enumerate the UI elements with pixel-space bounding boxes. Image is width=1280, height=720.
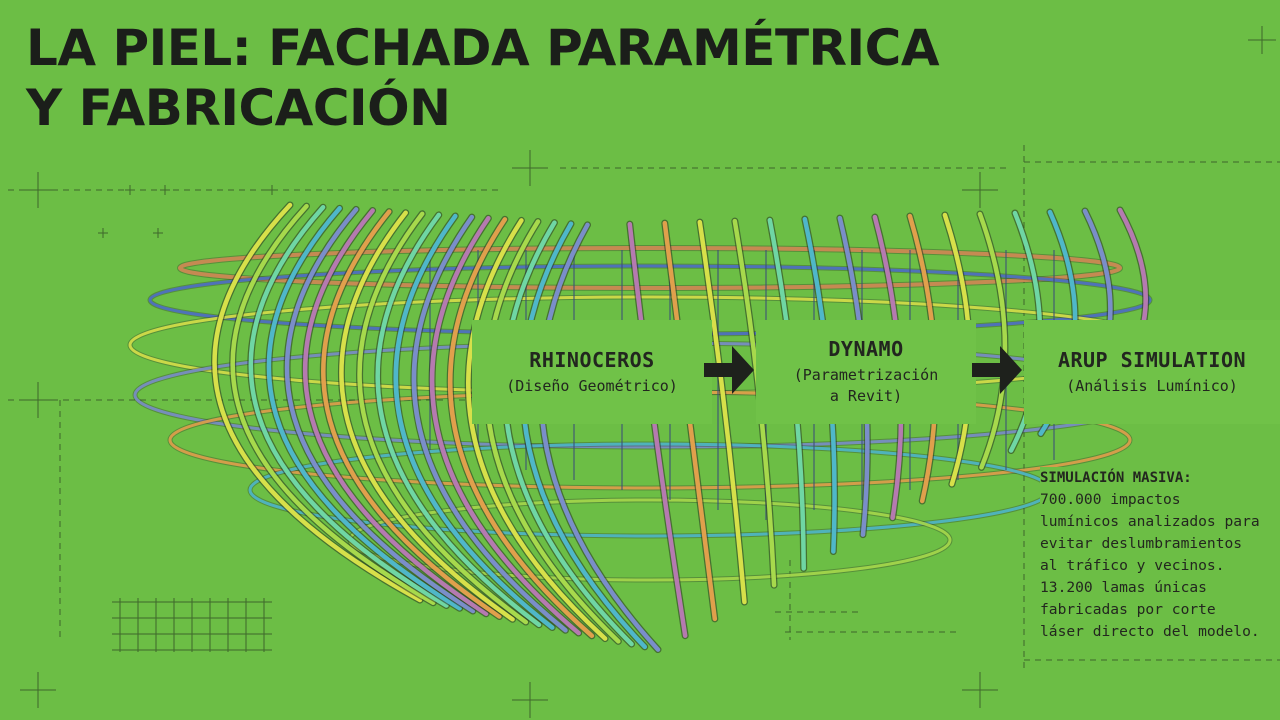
facade-rib bbox=[977, 211, 1008, 470]
crosshair-icon bbox=[98, 228, 108, 238]
facade-rib bbox=[230, 203, 436, 606]
facade-rib bbox=[393, 213, 555, 630]
step-subtitle: (Análisis Lumínico) bbox=[1066, 376, 1238, 395]
facade-rib bbox=[520, 221, 648, 650]
facade-rib bbox=[357, 211, 529, 625]
facade-rib bbox=[339, 210, 515, 622]
crosshair-icon bbox=[20, 382, 56, 418]
facade-rib bbox=[248, 204, 449, 608]
facade-rib bbox=[697, 219, 747, 605]
facade-rib bbox=[411, 214, 568, 633]
crosshair-icon bbox=[20, 172, 56, 208]
facade-rib bbox=[284, 207, 476, 614]
crosshair-icon bbox=[512, 682, 548, 718]
facade-rib bbox=[212, 202, 423, 603]
workflow-step-arup-simulation: ARUP SIMULATION (Análisis Lumínico) bbox=[1024, 320, 1280, 424]
note-heading: SIMULACIÓN MASIVA: bbox=[1040, 470, 1192, 486]
crosshair-icon bbox=[20, 672, 56, 708]
crosshair-icon bbox=[1248, 26, 1276, 54]
facade-rib bbox=[375, 212, 542, 628]
arrow-right-icon bbox=[704, 346, 754, 394]
title-line-2: Y FABRICACIÓN bbox=[26, 79, 451, 137]
step-subtitle: (Diseño Geométrico) bbox=[506, 376, 678, 395]
arrow-right-icon bbox=[972, 346, 1022, 394]
crosshair-icon bbox=[962, 172, 998, 208]
crosshair-icon bbox=[153, 228, 163, 238]
facade-rib bbox=[502, 220, 634, 647]
grid-icon bbox=[112, 598, 272, 652]
step-title: RHINOCEROS bbox=[529, 347, 655, 372]
note-body: 700.000 impactos lumínicos analizados pa… bbox=[1040, 491, 1260, 640]
facade-rib bbox=[447, 217, 595, 639]
title-line-1: LA PIEL: FACHADA PARAMÉTRICA bbox=[26, 19, 940, 77]
workflow-step-dynamo: DYNAMO (Parametrización a Revit) bbox=[756, 320, 976, 424]
facade-rib bbox=[266, 206, 462, 611]
crosshair-icon bbox=[962, 672, 998, 708]
facade-rib bbox=[627, 221, 688, 638]
step-subtitle: (Parametrización a Revit) bbox=[793, 366, 939, 405]
facade-rib bbox=[538, 222, 661, 652]
step-title: ARUP SIMULATION bbox=[1057, 347, 1247, 372]
step-title: DYNAMO bbox=[828, 337, 904, 361]
crosshair-icon bbox=[512, 150, 548, 186]
facade-rib bbox=[466, 218, 608, 641]
facade-rib bbox=[321, 209, 502, 619]
page-title: LA PIEL: FACHADA PARAMÉTRICA Y FABRICACI… bbox=[26, 18, 940, 138]
structure-ring bbox=[178, 246, 1122, 290]
facade-rib bbox=[302, 208, 489, 617]
workflow-step-rhinoceros: RHINOCEROS (Diseño Geométrico) bbox=[472, 320, 712, 424]
facade-rib bbox=[484, 219, 621, 644]
simulation-note: SIMULACIÓN MASIVA: 700.000 impactos lumí… bbox=[1040, 467, 1280, 643]
facade-rib bbox=[429, 215, 581, 636]
